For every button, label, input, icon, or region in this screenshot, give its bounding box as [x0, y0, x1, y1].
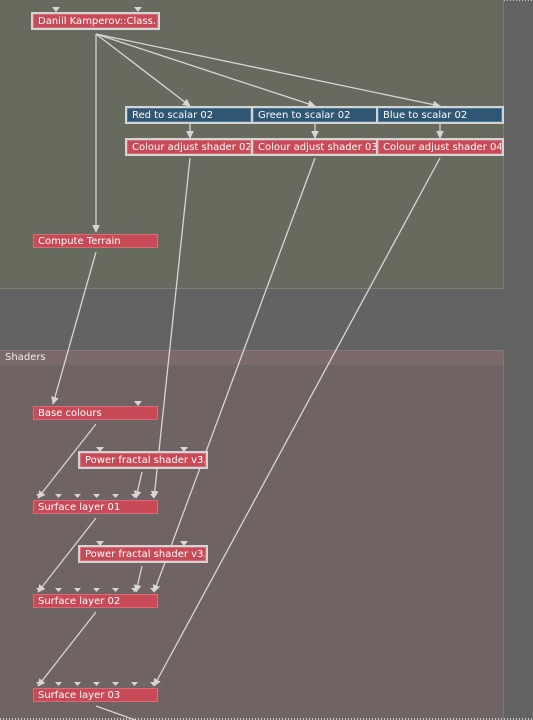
node-colour-adjust-02[interactable]: Colour adjust shader 02 [125, 138, 253, 156]
canvas-bottom-edge [0, 718, 533, 720]
node-red-to-scalar[interactable]: Red to scalar 02 [125, 106, 253, 124]
node-blue-to-scalar[interactable]: Blue to scalar 02 [376, 106, 504, 124]
node-green-to-scalar[interactable]: Green to scalar 02 [251, 106, 379, 124]
node-surface-layer-01[interactable]: Surface layer 01 [33, 500, 158, 514]
node-colour-adjust-03[interactable]: Colour adjust shader 03 [251, 138, 379, 156]
node-power-fractal-1[interactable]: Power fractal shader v3... [78, 451, 208, 469]
node-power-fractal-2[interactable]: Power fractal shader v3... [78, 545, 208, 563]
node-surface-layer-02[interactable]: Surface layer 02 [33, 594, 158, 608]
node-compute-terrain[interactable]: Compute Terrain [33, 234, 158, 248]
node-base-colours[interactable]: Base colours [33, 406, 158, 420]
node-colour-adjust-04[interactable]: Colour adjust shader 04 [376, 138, 504, 156]
node-surface-layer-03[interactable]: Surface layer 03 [33, 688, 158, 702]
node-daniil-kamperov[interactable]: Daniil Kamperov::Class... [31, 12, 160, 30]
group-title-shaders[interactable]: Shaders [0, 351, 503, 365]
